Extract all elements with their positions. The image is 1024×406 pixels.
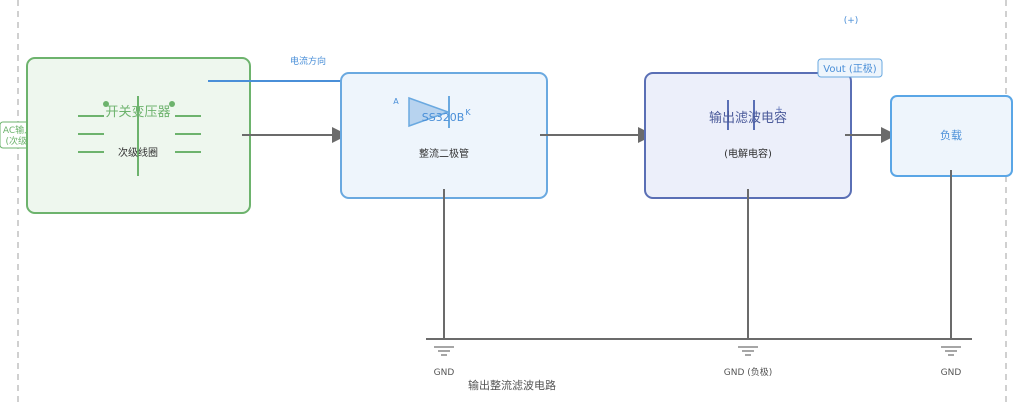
load-label: 负载 xyxy=(940,128,962,142)
capacitor-title: 输出滤波电容 xyxy=(709,110,787,126)
winding-dot xyxy=(103,101,109,107)
diode-block[interactable]: A K SS320B 整流二极管 xyxy=(340,72,548,199)
ground-symbol xyxy=(738,346,758,356)
ac-input-text-1: AC输入 xyxy=(3,124,33,136)
cathode-label: K xyxy=(465,108,471,117)
ground-symbol xyxy=(434,346,454,356)
ground-symbol xyxy=(941,346,961,356)
load-block[interactable]: 负载 xyxy=(890,95,1013,177)
vout-label: Vout (正极) xyxy=(817,58,883,78)
diode-part-number: SS320B xyxy=(422,111,465,124)
diode-symbol xyxy=(408,96,451,128)
capacitor-block[interactable]: + 输出滤波电容 (电解电容) xyxy=(644,72,852,199)
diode-label: 整流二极管 xyxy=(419,147,469,160)
winding-dot xyxy=(169,101,175,107)
ac-input-text-2: (次级) xyxy=(5,135,30,147)
diagram-caption: 输出整流滤波电路 xyxy=(468,378,556,392)
ground-label: GND xyxy=(941,368,962,378)
current-direction-label: 电流方向 xyxy=(290,55,326,67)
capacitor-subtitle: (电解电容) xyxy=(724,147,772,160)
transformer-title: 开关变压器 xyxy=(105,104,170,120)
transformer-subtitle: 次级线圈 xyxy=(118,146,158,159)
transformer-block[interactable]: 开关变压器 次级线圈 xyxy=(26,57,251,214)
positive-marker: (+) xyxy=(844,16,859,26)
vout-text: Vout (正极) xyxy=(823,62,877,75)
capacitor-plus-sign: + xyxy=(775,105,783,115)
ground-label: GND xyxy=(434,368,455,378)
anode-label: A xyxy=(393,97,399,106)
ground-label: GND (负极) xyxy=(724,366,773,378)
